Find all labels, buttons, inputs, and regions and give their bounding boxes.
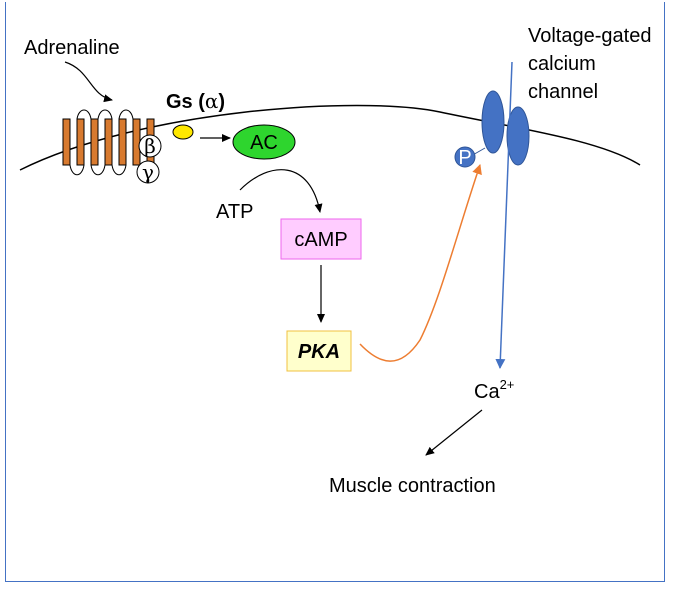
pka-box [286,330,352,372]
camp-label: cAMP [294,229,347,251]
adrenaline-label: Adrenaline [24,37,120,59]
muscle-contraction-label: Muscle contraction [329,475,496,497]
cell-membrane [19,104,641,171]
gs-label: Gs (α) [166,89,225,113]
calcium-label: Ca2+ [474,377,514,403]
diagram-frame [5,2,665,582]
channel-label-line2: calcium [528,53,596,75]
adenylyl-cyclase [232,124,296,160]
atp-to-camp-arrow [239,169,323,213]
ac-label: AC [250,132,278,154]
pka-phosphorylation-arrow [359,164,482,362]
gs-alpha-subunit [172,124,194,140]
adrenaline-arrow [64,61,113,103]
calcium-influx-arrow [495,61,513,369]
phosphate-group [454,146,476,168]
atp-label: ATP [216,201,253,223]
camp-box [280,218,362,260]
channel-label-line3: channel [528,81,598,103]
phosphate-label: P [458,147,471,169]
channel-label-line1: Voltage-gated [528,25,651,47]
calcium-channel-left [481,90,505,154]
ggamma-subunit [136,160,160,184]
calcium-to-contraction-arrow [425,409,483,456]
gbeta-subunit [138,134,162,158]
pka-label: PKA [298,341,340,363]
calcium-channel-right [506,106,530,166]
beta-label: β [144,134,156,158]
gamma-label: γ [142,160,154,184]
